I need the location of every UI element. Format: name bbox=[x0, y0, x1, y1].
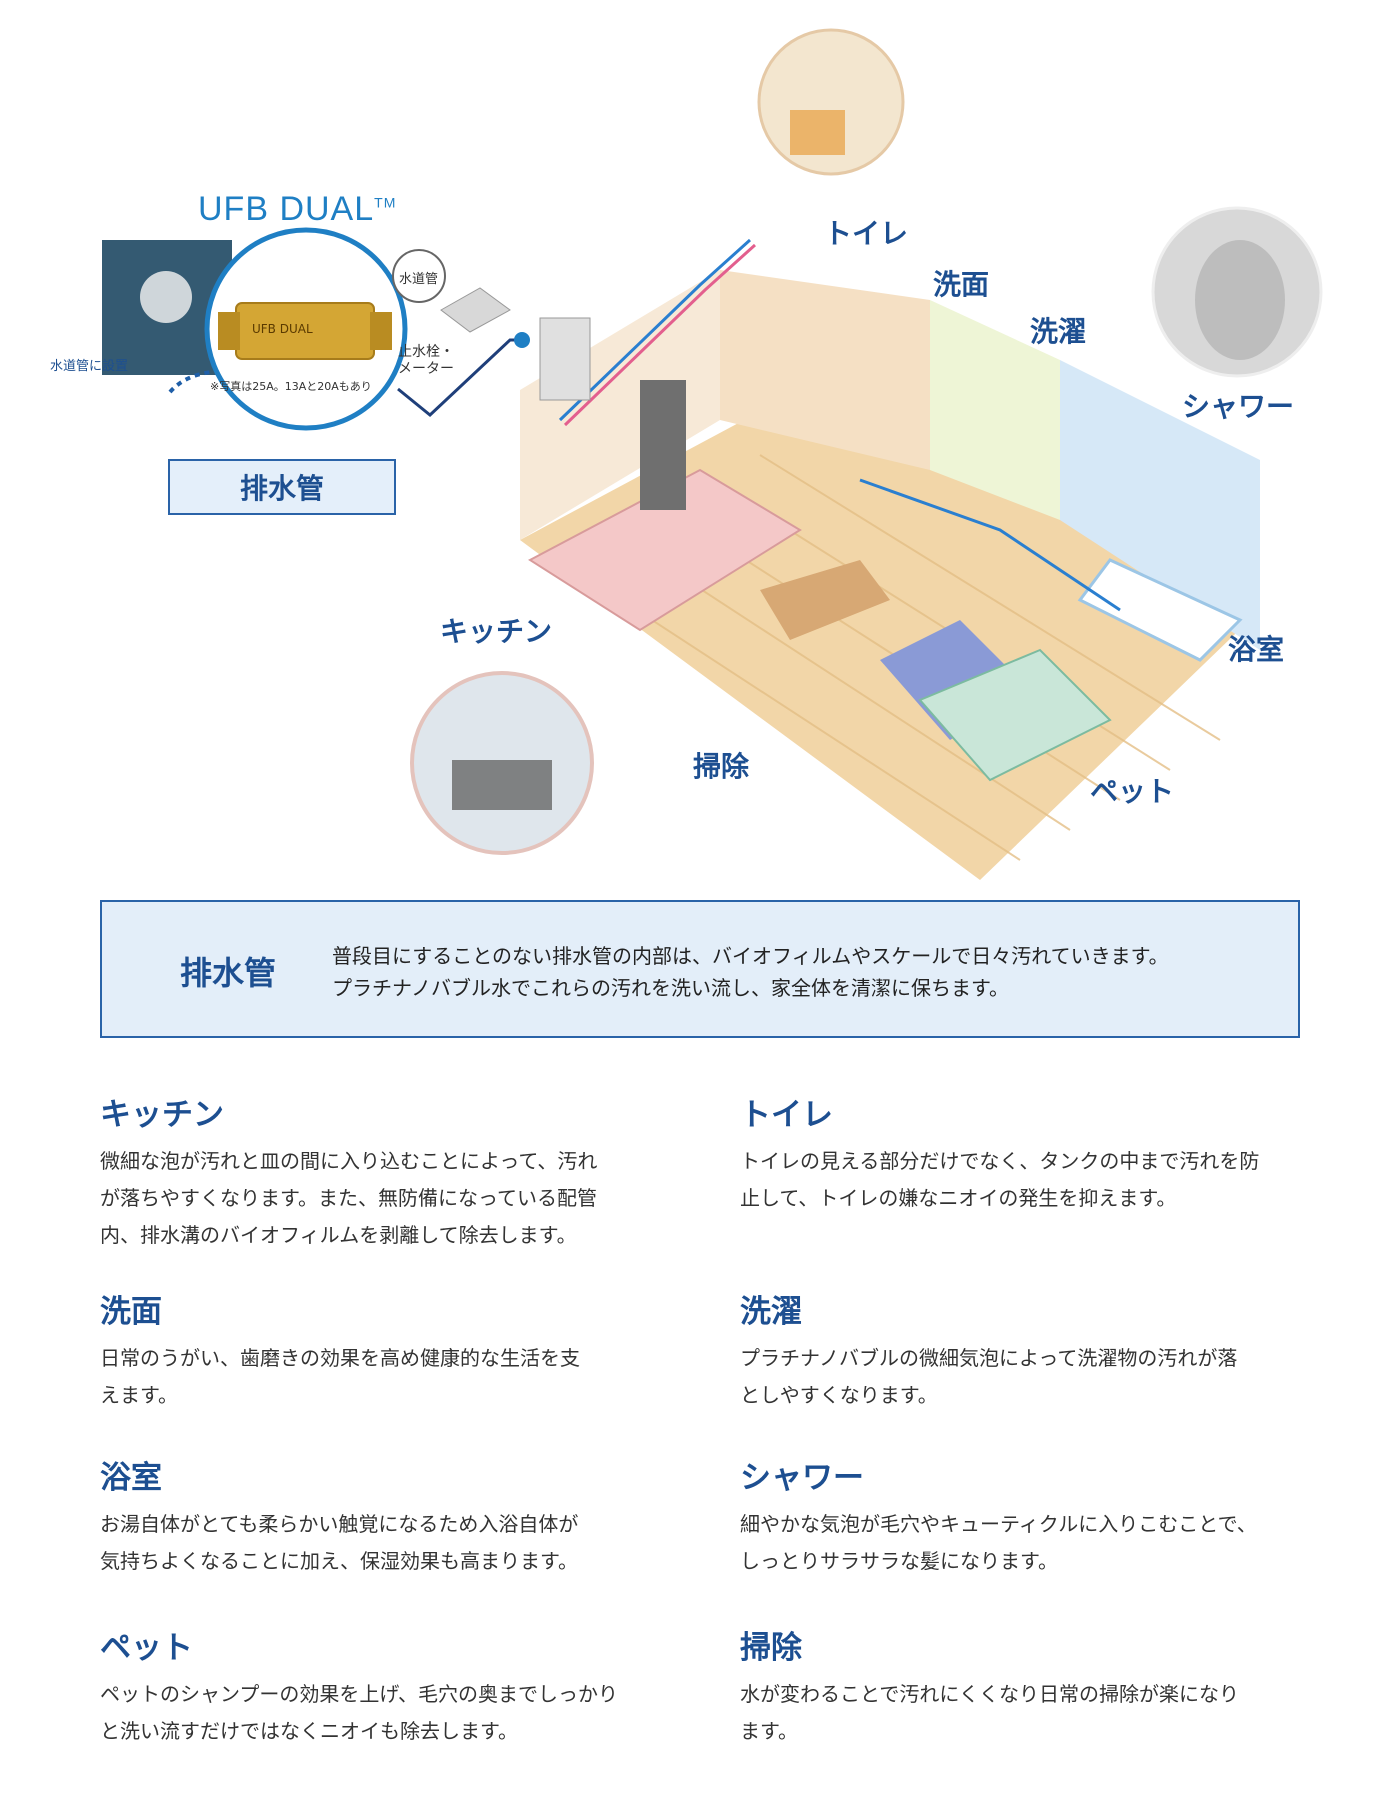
feature-toilet: トイレ トイレの見える部分だけでなく、タンクの中まで汚れを防止して、トイレの嫌な… bbox=[740, 1095, 1320, 1217]
feature-laundry: 洗濯 プラチナノバブルの微細気泡によって洗濯物の汚れが落としやすくなります。 bbox=[740, 1292, 1320, 1414]
feature-text: トイレの見える部分だけでなく、タンクの中まで汚れを防止して、トイレの嫌なニオイの… bbox=[740, 1149, 1260, 1210]
feature-title: ペット bbox=[100, 1630, 193, 1666]
drain-info-box: 排水管 普段目にすることのない排水管の内部は、バイオフィルムやスケールで日々汚れ… bbox=[100, 900, 1300, 1038]
room-label-washroom: 洗面 bbox=[933, 268, 990, 301]
feature-title: トイレ bbox=[740, 1097, 833, 1133]
stop-valve-box bbox=[440, 287, 511, 333]
photo-note: ※写真は25A。13Aと20Aもあり bbox=[210, 380, 372, 393]
room-label-laundry: 洗濯 bbox=[1030, 315, 1087, 348]
feature-text: 水が変わることで汚れにくくなり日常の掃除が楽になります。 bbox=[740, 1682, 1239, 1743]
bath-room-wall bbox=[1060, 360, 1260, 650]
rug bbox=[918, 648, 1112, 782]
wash-room-wall bbox=[930, 300, 1060, 520]
feature-pet: ペット ペットのシャンプーの効果を上げ、毛穴の奥までしっかりと洗い流すだけではな… bbox=[100, 1628, 680, 1750]
feature-title: 浴室 bbox=[100, 1460, 162, 1496]
feature-title: 掃除 bbox=[740, 1630, 802, 1666]
bathtub bbox=[1077, 558, 1243, 662]
dining-table bbox=[760, 560, 890, 640]
water-pipe-line bbox=[558, 238, 752, 422]
product-end-left bbox=[218, 312, 240, 350]
feature-text: プラチナノバブルの微細気泡によって洗濯物の汚れが落としやすくなります。 bbox=[740, 1346, 1238, 1407]
room-label-cleaning: 掃除 bbox=[693, 750, 750, 783]
room-label-shower: シャワー bbox=[1182, 390, 1295, 423]
product-end-right bbox=[370, 312, 392, 350]
water-pipe-bubble bbox=[392, 249, 446, 303]
install-arrow bbox=[168, 370, 213, 394]
feature-title: キッチン bbox=[100, 1097, 224, 1133]
water-heater bbox=[539, 317, 591, 401]
feature-title: 洗面 bbox=[100, 1294, 162, 1330]
kitchen-photo-detail bbox=[452, 760, 552, 810]
hot-pipe-line bbox=[563, 243, 757, 427]
fridge bbox=[640, 380, 686, 510]
info-line: 普段目にすることのない排水管の内部は、バイオフィルムやスケールで日々汚れていきま… bbox=[332, 944, 1169, 968]
stop-valve-tag: 止水栓・ メーター bbox=[398, 344, 454, 377]
feature-text: 微細な泡が汚れと皿の間に入り込むことによって、汚れが落ちやすくなります。また、無… bbox=[100, 1149, 598, 1247]
feature-cleaning: 掃除 水が変わることで汚れにくくなり日常の掃除が楽になります。 bbox=[740, 1628, 1320, 1750]
feature-shower: シャワー 細やかな気泡が毛穴やキューティクルに入りこむことで、しっとりサラサラな… bbox=[740, 1458, 1320, 1580]
feature-text: 日常のうがい、歯磨きの効果を高め健康的な生活を支えます。 bbox=[100, 1346, 580, 1407]
room-label-toilet: トイレ bbox=[824, 217, 909, 250]
shower-photo-detail bbox=[1195, 240, 1285, 360]
room-label-kitchen: キッチン bbox=[440, 615, 553, 648]
room-label-bathroom: 浴室 bbox=[1228, 633, 1285, 666]
house-diagram bbox=[102, 28, 1323, 880]
water-pipe-tag: 水道管 bbox=[399, 272, 439, 287]
brand-title: UFB DUALTM bbox=[198, 190, 397, 228]
install-note: 水道管に設置 bbox=[50, 359, 129, 374]
feature-text: お湯自体がとても柔らかい触覚になるため入浴自体が気持ちよくなることに加え、保湿効… bbox=[100, 1512, 579, 1573]
drain-pipe-label: 排水管 bbox=[168, 459, 396, 515]
product-label: UFB DUAL bbox=[252, 322, 313, 336]
drain-line bbox=[859, 478, 1121, 612]
room-label-pet: ペット bbox=[1090, 775, 1175, 808]
info-line: プラチナノバブル水でこれらの汚れを洗い流し、家全体を清潔に保ちます。 bbox=[332, 976, 1009, 1000]
info-title: 排水管 bbox=[180, 954, 277, 992]
house-illustration: UFB DUALTM 水道管に設置 ※写真は25A。13Aと20Aもあり UFB… bbox=[0, 0, 1400, 890]
info-text: 普段目にすることのない排水管の内部は、バイオフィルムやスケールで日々汚れていきま… bbox=[332, 940, 1169, 1004]
feature-title: シャワー bbox=[740, 1460, 864, 1496]
toilet-photo-detail bbox=[790, 110, 845, 155]
feature-washroom: 洗面 日常のうがい、歯磨きの効果を高め健康的な生活を支えます。 bbox=[100, 1292, 680, 1414]
feature-kitchen: キッチン 微細な泡が汚れと皿の間に入り込むことによって、汚れが落ちやすくなります… bbox=[100, 1095, 680, 1254]
toilet-room-wall bbox=[720, 270, 930, 470]
feature-text: 細やかな気泡が毛穴やキューティクルに入りこむことで、しっとりサラサラな髪になりま… bbox=[740, 1512, 1257, 1573]
connection-dot bbox=[514, 332, 530, 348]
feature-bathroom: 浴室 お湯自体がとても柔らかい触覚になるため入浴自体が気持ちよくなることに加え、… bbox=[100, 1458, 680, 1580]
feature-title: 洗濯 bbox=[740, 1294, 802, 1330]
feature-text: ペットのシャンプーの効果を上げ、毛穴の奥までしっかりと洗い流すだけではなくニオイ… bbox=[100, 1682, 618, 1743]
kitchen-wall bbox=[520, 270, 720, 540]
meter-dial bbox=[140, 271, 192, 323]
